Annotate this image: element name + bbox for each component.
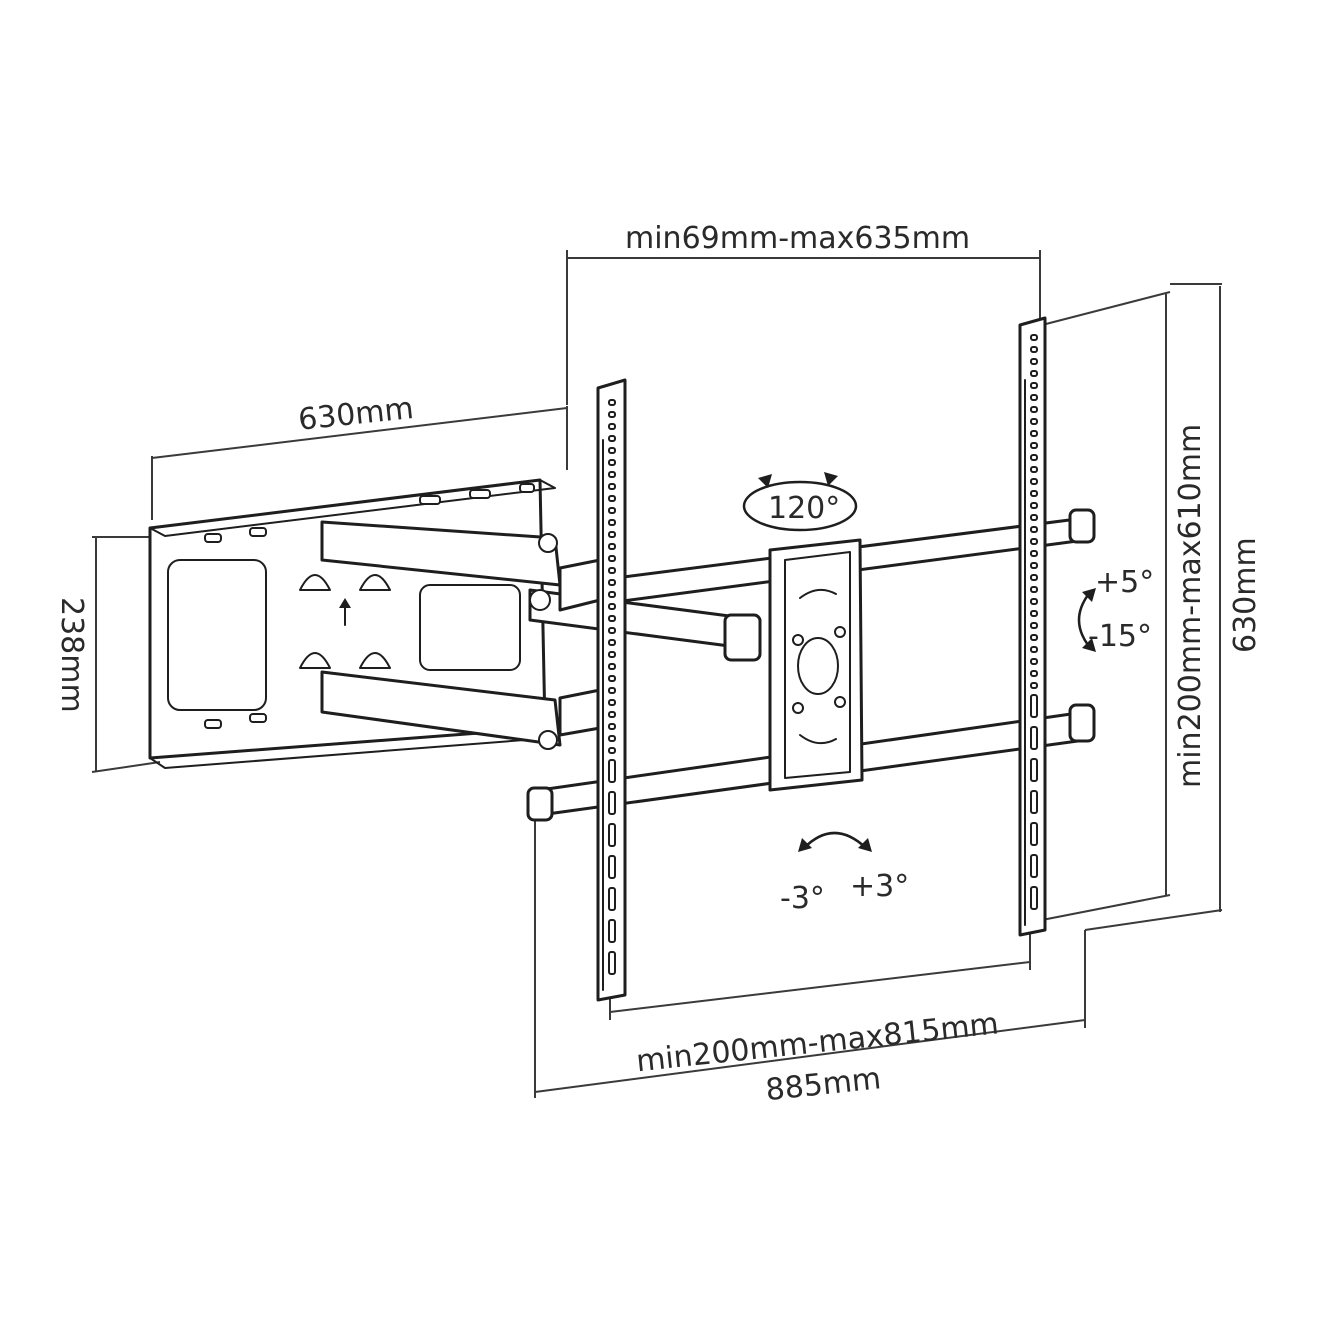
bracket-hole — [1030, 514, 1038, 521]
bracket-hole — [1030, 598, 1038, 605]
bracket-slot — [608, 759, 616, 783]
bracket-hole — [1030, 574, 1038, 581]
bracket-slot — [1030, 790, 1038, 814]
bracket-hole — [1030, 394, 1038, 401]
bracket-hole — [608, 567, 616, 574]
bracket-hole — [608, 459, 616, 466]
bracket-slot — [1030, 886, 1038, 910]
bracket-hole — [608, 603, 616, 610]
label-level-plus: +3° — [850, 869, 909, 904]
right-bracket-holes — [1030, 334, 1038, 910]
bracket-hole — [1030, 478, 1038, 485]
bracket-hole — [608, 663, 616, 670]
bracket-hole — [608, 471, 616, 478]
label-swivel: 120° — [768, 491, 840, 526]
bracket-slot — [1030, 758, 1038, 782]
bracket-hole — [608, 627, 616, 634]
bracket-hole — [1030, 370, 1038, 377]
bracket-hole — [608, 555, 616, 562]
bracket-slot — [608, 951, 616, 975]
bracket-hole — [1030, 610, 1038, 617]
bracket-hole — [608, 519, 616, 526]
bracket-hole — [608, 639, 616, 646]
bracket-hole — [1030, 346, 1038, 353]
bracket-hole — [1030, 526, 1038, 533]
label-tilt-up: +5° — [1095, 565, 1154, 600]
bracket-hole — [1030, 490, 1038, 497]
bracket-hole — [1030, 550, 1038, 557]
label-total-width: 885mm — [764, 1061, 883, 1108]
level-indicator — [798, 831, 872, 852]
bracket-hole — [608, 507, 616, 514]
bracket-hole — [1030, 538, 1038, 545]
bracket-slot — [1030, 726, 1038, 750]
bracket-hole — [1030, 334, 1038, 341]
bracket-hole — [1030, 382, 1038, 389]
dimension-lines — [91, 250, 1223, 1098]
bracket-hole — [608, 531, 616, 538]
bracket-hole — [608, 675, 616, 682]
bracket-slot — [1030, 822, 1038, 846]
swivel-indicator — [742, 472, 858, 532]
bracket-hole — [608, 435, 616, 442]
bracket-hole — [1030, 670, 1038, 677]
bracket-hole — [608, 615, 616, 622]
bracket-slot — [608, 887, 616, 911]
bracket-slot — [608, 919, 616, 943]
bracket-slot — [1030, 854, 1038, 878]
bracket-hole — [608, 543, 616, 550]
bracket-hole — [1030, 682, 1038, 689]
bracket-hole — [1030, 358, 1038, 365]
label-wall-plate-width: 630mm — [297, 391, 416, 438]
bracket-hole — [1030, 634, 1038, 641]
bracket-hole — [608, 423, 616, 430]
bracket-hole — [1030, 586, 1038, 593]
bracket-hole — [1030, 418, 1038, 425]
bracket-slot — [608, 791, 616, 815]
bracket-hole — [608, 447, 616, 454]
bracket-slot — [1030, 694, 1038, 718]
label-wall-plate-height: 238mm — [54, 597, 89, 713]
bracket-hole — [1030, 622, 1038, 629]
bracket-hole — [608, 699, 616, 706]
label-vesa-vertical: min200mm-max610mm — [1173, 424, 1208, 788]
bracket-hole — [608, 399, 616, 406]
bracket-hole — [608, 591, 616, 598]
bracket-hole — [1030, 430, 1038, 437]
bracket-hole — [1030, 406, 1038, 413]
bracket-hole — [608, 735, 616, 742]
left-bracket-holes — [608, 399, 616, 975]
bracket-hole — [1030, 562, 1038, 569]
label-tilt-down: -15° — [1088, 619, 1152, 654]
bracket-slot — [608, 823, 616, 847]
bracket-hole — [608, 579, 616, 586]
bracket-slot — [608, 855, 616, 879]
bracket-hole — [608, 651, 616, 658]
bracket-hole — [608, 711, 616, 718]
bracket-hole — [1030, 454, 1038, 461]
bracket-hole — [1030, 502, 1038, 509]
articulating-arms — [320, 520, 762, 750]
bracket-hole — [608, 411, 616, 418]
label-distance-range: min69mm-max635mm — [625, 221, 970, 256]
bracket-hole — [1030, 658, 1038, 665]
label-bracket-height: 630mm — [1228, 537, 1263, 653]
bracket-hole — [608, 687, 616, 694]
center-tilt-plate — [768, 538, 864, 792]
bracket-hole — [1030, 466, 1038, 473]
label-level-minus: -3° — [780, 881, 825, 916]
adjustment-labels: 120° +5° -15° -3° +3° — [768, 491, 1154, 916]
bracket-hole — [608, 495, 616, 502]
tilt-indicator — [1077, 588, 1096, 652]
bracket-hole — [1030, 442, 1038, 449]
bracket-hole — [608, 723, 616, 730]
bracket-hole — [608, 747, 616, 754]
bracket-hole — [608, 483, 616, 490]
bracket-hole — [1030, 646, 1038, 653]
